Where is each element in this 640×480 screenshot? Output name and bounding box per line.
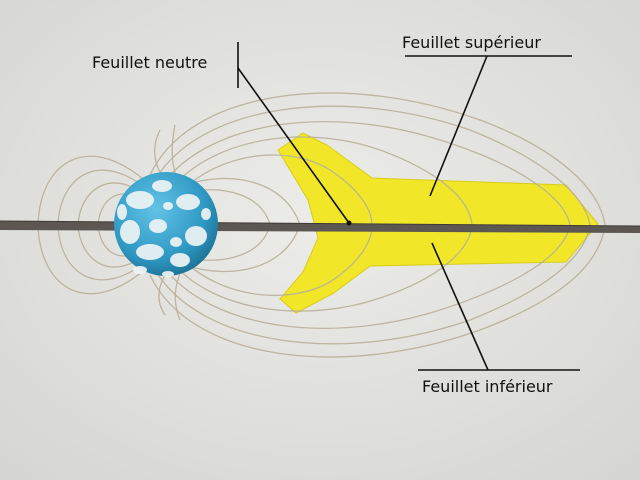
annotation-lines — [237, 42, 580, 371]
neutral-sheet-leader — [237, 67, 350, 224]
lower-sheet-label: Feuillet inférieur — [422, 377, 553, 396]
lower-sheet-leader — [431, 242, 489, 371]
upper-sheet-label: Feuillet supérieur — [402, 33, 541, 52]
earth-globe-icon — [114, 172, 218, 277]
yellow-plasma-sheet — [277, 132, 599, 314]
rod-highlight — [0, 220, 640, 227]
neutral-sheet-label: Feuillet neutre — [92, 53, 208, 72]
upper-sheet-leader — [429, 55, 488, 197]
